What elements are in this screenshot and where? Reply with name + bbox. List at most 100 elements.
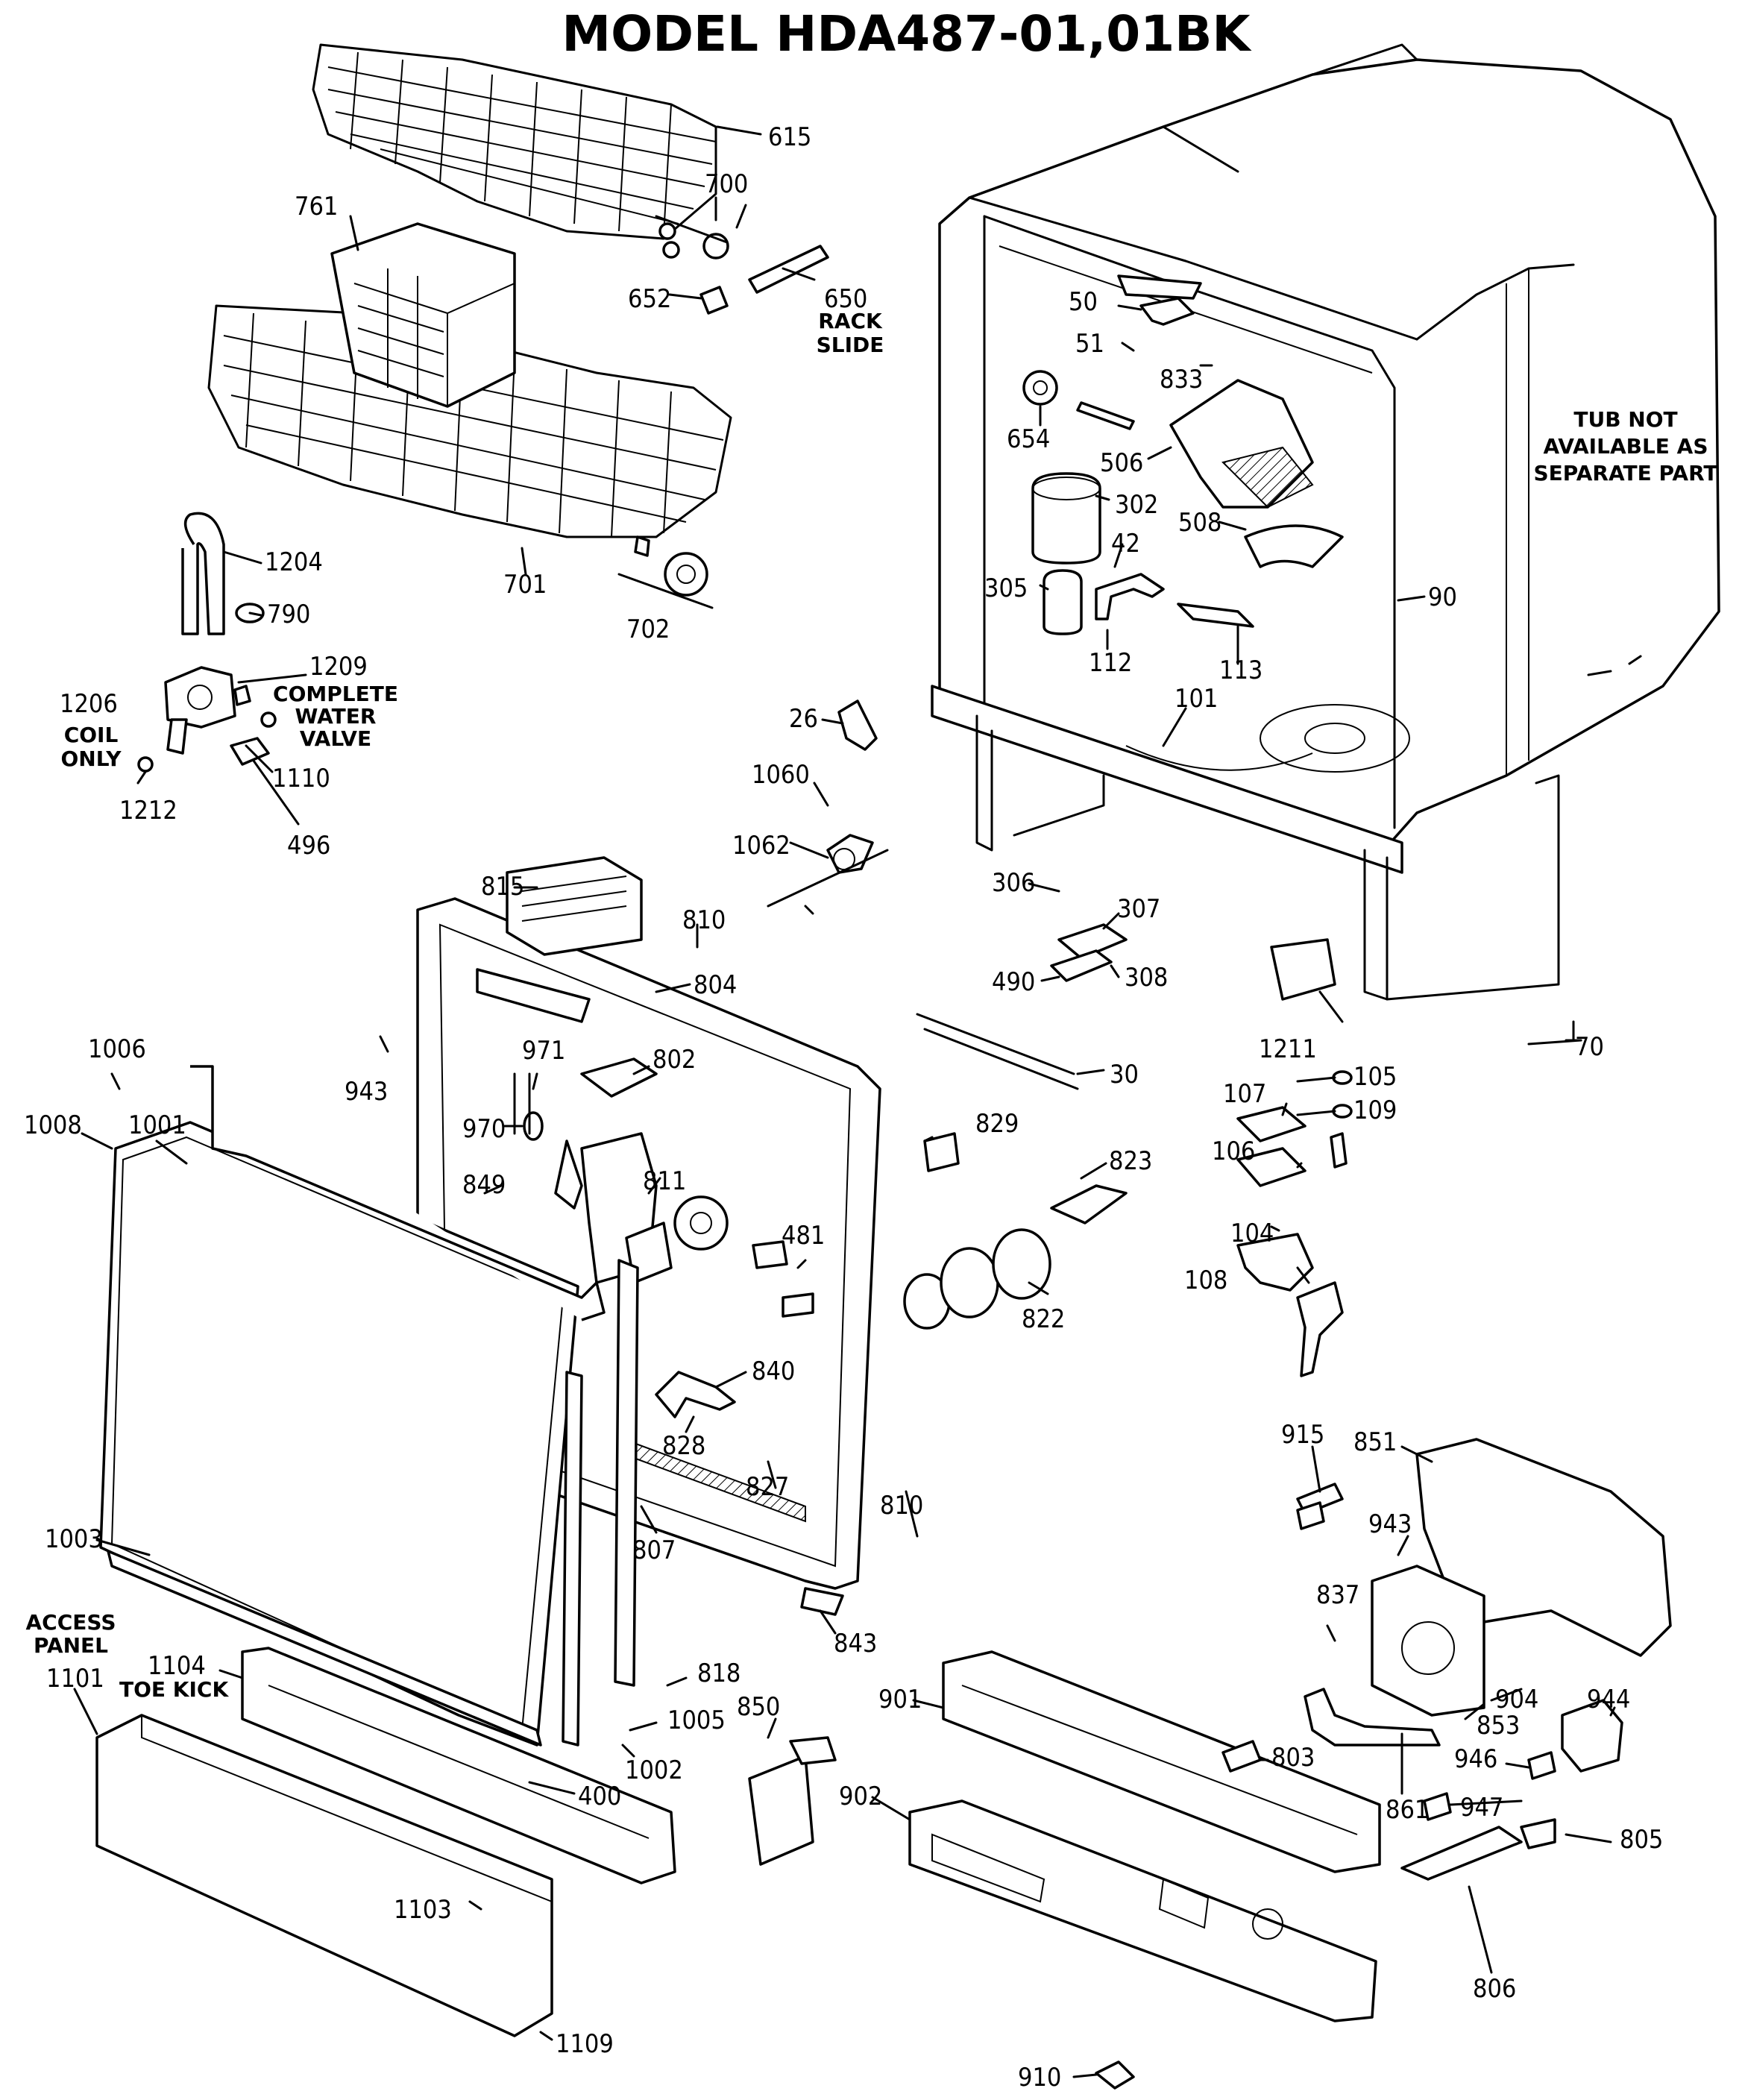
callout-1001: 1001 [128,1110,186,1140]
callout-1204: 1204 [265,547,323,577]
callout-810b: 810 [880,1491,923,1521]
coil-only-note: COIL ONLY [61,723,122,771]
control-panel-drawing [908,1650,1381,2022]
svg-text:TUB NOT: TUB NOT [1573,407,1677,432]
tub-assembly-drawing [931,43,1720,1001]
callout-702: 702 [626,614,670,644]
silverware-basket-drawing [330,222,516,408]
callout-1209: 1209 [309,652,368,682]
callout-307: 307 [1117,894,1160,924]
callout-112: 112 [1089,648,1132,678]
callout-26: 26 [789,704,818,734]
callout-1101: 1101 [46,1664,104,1694]
callout-113: 113 [1219,656,1263,685]
callout-803: 803 [1271,1743,1315,1773]
callout-1104: 1104 [148,1651,206,1681]
complete-water-valve-note: COMPLETE WATER VALVE [273,682,398,751]
callout-50: 50 [1069,287,1098,317]
callout-490: 490 [992,967,1035,997]
callout-805: 805 [1620,1825,1663,1855]
callout-827: 827 [746,1472,789,1502]
callout-481: 481 [782,1221,825,1251]
callout-700: 700 [705,169,748,199]
callout-70: 70 [1575,1032,1604,1062]
svg-text:PANEL: PANEL [34,1633,108,1658]
callout-101: 101 [1175,684,1218,714]
callout-400: 400 [578,1782,621,1811]
callout-946: 946 [1454,1744,1497,1774]
callout-496: 496 [287,831,330,861]
svg-text:ACCESS: ACCESS [26,1610,116,1635]
svg-text:VALVE: VALVE [300,726,371,751]
callout-837: 837 [1316,1580,1359,1610]
controls-module-drawing [1296,1438,1672,1773]
callout-650: 650 [824,284,867,314]
misc-small-parts [748,700,1582,2090]
svg-text:COIL: COIL [64,723,119,747]
callout-1206: 1206 [60,689,118,719]
callout-902: 902 [839,1782,882,1811]
callout-305: 305 [984,573,1028,603]
callout-106: 106 [1212,1137,1255,1166]
callout-828: 828 [662,1431,705,1461]
callout-302: 302 [1115,490,1158,520]
access-panel-drawing [95,1647,676,2037]
callout-615: 615 [768,122,811,152]
tub-not-available-note: TUB NOT AVAILABLE AS SEPARATE PART [1534,407,1718,485]
callout-1060: 1060 [752,760,810,790]
callout-849: 849 [462,1170,506,1200]
callout-971: 971 [522,1036,565,1066]
rack-slide-parts [655,204,829,315]
callout-947: 947 [1460,1793,1503,1823]
callout-506: 506 [1100,448,1143,478]
rack-slide-note: RACK SLIDE [817,309,884,357]
upper-rack-drawing [312,43,717,240]
callout-306: 306 [992,868,1035,898]
callout-818: 818 [697,1659,740,1688]
callout-654: 654 [1007,424,1050,454]
callout-105: 105 [1353,1062,1397,1092]
callout-944: 944 [1587,1685,1630,1714]
rack-roller-702 [617,535,714,609]
callout-108: 108 [1184,1266,1227,1295]
callout-308: 308 [1125,963,1168,993]
svg-text:COMPLETE: COMPLETE [273,682,398,706]
callout-822: 822 [1022,1304,1065,1334]
callout-910: 910 [1018,2063,1061,2093]
callout-1005: 1005 [667,1706,726,1735]
callout-numbers: 615 700 761 652 650 50 51 833 654 506 30… [24,122,1663,2093]
toe-kick-note: TOE KICK [119,1677,229,1702]
callout-840: 840 [752,1356,795,1386]
callout-807: 807 [632,1535,676,1565]
callout-1002: 1002 [625,1755,683,1785]
callout-970: 970 [462,1114,506,1144]
callout-1110: 1110 [272,764,330,793]
callout-790: 790 [267,600,310,629]
svg-text:WATER: WATER [295,704,377,729]
callout-1211: 1211 [1259,1034,1317,1064]
access-panel-note: ACCESS PANEL [26,1610,116,1658]
callout-1003: 1003 [45,1524,103,1554]
svg-text:ONLY: ONLY [61,746,122,771]
callout-943a: 943 [345,1077,388,1107]
callout-843: 843 [834,1629,877,1659]
svg-text:RACK: RACK [818,309,883,333]
callout-761: 761 [295,192,338,221]
callout-1006: 1006 [88,1034,146,1064]
svg-text:SLIDE: SLIDE [817,333,884,357]
callout-104: 104 [1230,1219,1274,1248]
callout-1212: 1212 [119,796,177,826]
callout-915: 915 [1281,1420,1324,1450]
callout-811: 811 [643,1166,686,1196]
callout-1103: 1103 [394,1895,452,1925]
water-valve-drawing [137,512,277,773]
callout-90: 90 [1428,582,1457,612]
callout-107: 107 [1223,1079,1266,1109]
svg-text:AVAILABLE AS: AVAILABLE AS [1543,434,1708,459]
tub-internal-parts [1022,274,1344,635]
diagram-title: MODEL HDA487-01,01BK [562,5,1252,63]
callout-42: 42 [1111,529,1140,559]
leader-lines [73,125,1642,2078]
callout-804: 804 [694,970,737,1000]
callout-904: 904 [1495,1685,1538,1714]
